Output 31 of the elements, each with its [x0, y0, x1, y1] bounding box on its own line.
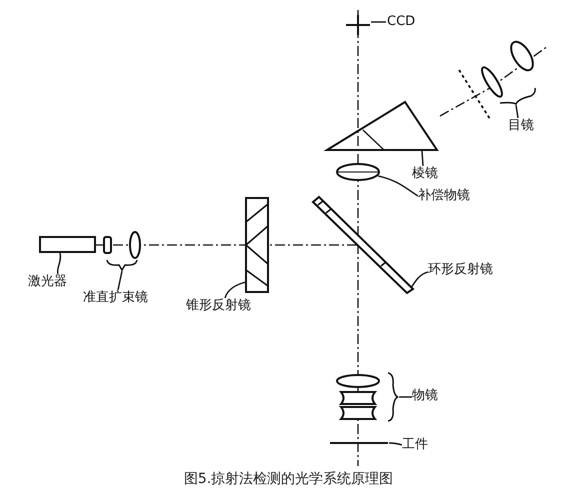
laser-tube-drawing	[39, 236, 96, 253]
part-label: 目镜	[508, 118, 534, 134]
part-label: 工件	[402, 437, 428, 453]
leader-line	[399, 396, 412, 398]
compensating-lens-drawing	[336, 163, 380, 181]
part-label: 激光器	[28, 274, 67, 290]
figure-caption: 图5.掠射法检测的光学系统原理图	[182, 470, 394, 488]
leader-line	[410, 271, 428, 288]
ring-mirror-drawing	[312, 196, 415, 294]
prism-drawing	[323, 100, 439, 151]
part-label: 环形反射镜	[428, 262, 493, 278]
leader-line	[56, 252, 62, 274]
leader-line	[117, 270, 123, 290]
beam-expander-lens-drawing	[103, 231, 141, 271]
workpiece-line-drawing	[330, 442, 388, 444]
part-label: CCD	[387, 14, 416, 30]
leader-line	[378, 175, 418, 197]
leader-line	[389, 442, 402, 446]
leader-line	[421, 150, 424, 166]
part-label: 锥形反射镜	[186, 298, 251, 314]
leader-line	[515, 104, 519, 118]
part-label: 物镜	[412, 388, 438, 404]
leader-line	[371, 21, 386, 23]
eyepiece-lens-drawing	[481, 40, 536, 105]
leader-line	[224, 281, 246, 298]
part-label: 补偿物镜	[418, 188, 470, 204]
conical-mirror-drawing	[245, 197, 269, 293]
ccd-cross-drawing	[345, 14, 371, 36]
part-label: 准直扩束镜	[83, 290, 148, 306]
objective-lens-drawing	[336, 372, 399, 422]
part-label: 棱镜	[412, 166, 438, 182]
